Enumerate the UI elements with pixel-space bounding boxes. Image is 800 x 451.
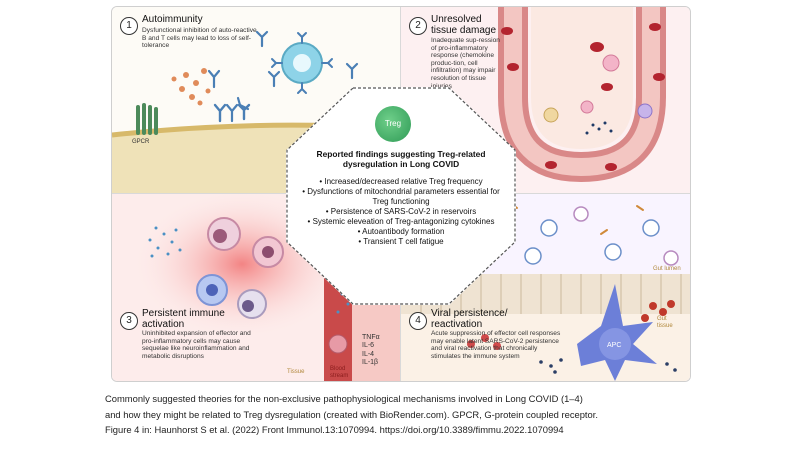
gut-lumen-label: Gut lumen bbox=[653, 266, 681, 272]
finding-item: • Persistence of SARS-CoV-2 in reservoir… bbox=[325, 207, 477, 216]
treg-cell: Treg bbox=[375, 106, 411, 142]
panel-number: 2 bbox=[409, 17, 427, 35]
panel-description: Acute suppression of effector cell respo… bbox=[431, 330, 561, 360]
panel-title: Unresolved tissue damage bbox=[431, 14, 497, 36]
panel-description: Uninhibited expansion of effector and pr… bbox=[142, 330, 251, 360]
tissue-damage-illustration bbox=[498, 7, 666, 183]
tissue-label: Tissue bbox=[287, 369, 305, 375]
caption-line: Commonly suggested theories for the non-… bbox=[105, 393, 583, 404]
center-octagon-border bbox=[286, 87, 516, 305]
panel-number: 3 bbox=[120, 312, 138, 330]
apc-label: APC bbox=[607, 342, 622, 349]
caption-line: Figure 4 in: Haunhorst S et al. (2022) F… bbox=[105, 424, 564, 435]
blood-stream-label: Blood stream bbox=[330, 366, 349, 379]
findings-list: • Increased/decreased relative Treg freq… bbox=[302, 177, 500, 247]
finding-item: • Increased/decreased relative Treg freq… bbox=[319, 177, 483, 186]
panel-number: 1 bbox=[120, 17, 138, 35]
gut-tissue-label: Gut tissue bbox=[657, 316, 673, 329]
gpcr-label: GPCR bbox=[132, 139, 150, 145]
finding-item: • Dysfunctions of mitochondrial paramete… bbox=[302, 187, 500, 206]
cytokine-item: IL-4 bbox=[362, 350, 375, 358]
finding-item: • Transient T cell fatigue bbox=[358, 237, 444, 246]
panel-description: Dysfunctional inhibition of auto-reactiv… bbox=[142, 27, 257, 50]
figure: 1 Autoimmunity Dysfunctional inhibition … bbox=[111, 6, 691, 382]
figure-caption: Commonly suggested theories for the non-… bbox=[105, 391, 705, 438]
panel-description: Inadequate sup-ression of pro-inflammato… bbox=[431, 37, 500, 90]
panel-title: Viral persistence/ reactivation bbox=[431, 308, 508, 330]
finding-item: • Systemic eleveation of Treg-antagonizi… bbox=[307, 217, 495, 226]
panel-title: Autoimmunity bbox=[142, 14, 203, 25]
center-title: Reported findings suggesting Treg-relate… bbox=[316, 149, 486, 169]
cytokine-item: TNFα bbox=[362, 334, 380, 341]
cytokine-list: TNFα IL-6 IL-4 IL-1β bbox=[362, 334, 380, 368]
panel-title: Persistent immune activation bbox=[142, 308, 225, 330]
finding-item: • Autoantibody formation bbox=[357, 227, 445, 236]
caption-line: and how they might be related to Treg dy… bbox=[105, 408, 598, 420]
cytokine-item: IL-1β bbox=[362, 359, 379, 367]
cytokine-item: IL-6 bbox=[362, 342, 375, 350]
panel-number: 4 bbox=[409, 312, 427, 330]
